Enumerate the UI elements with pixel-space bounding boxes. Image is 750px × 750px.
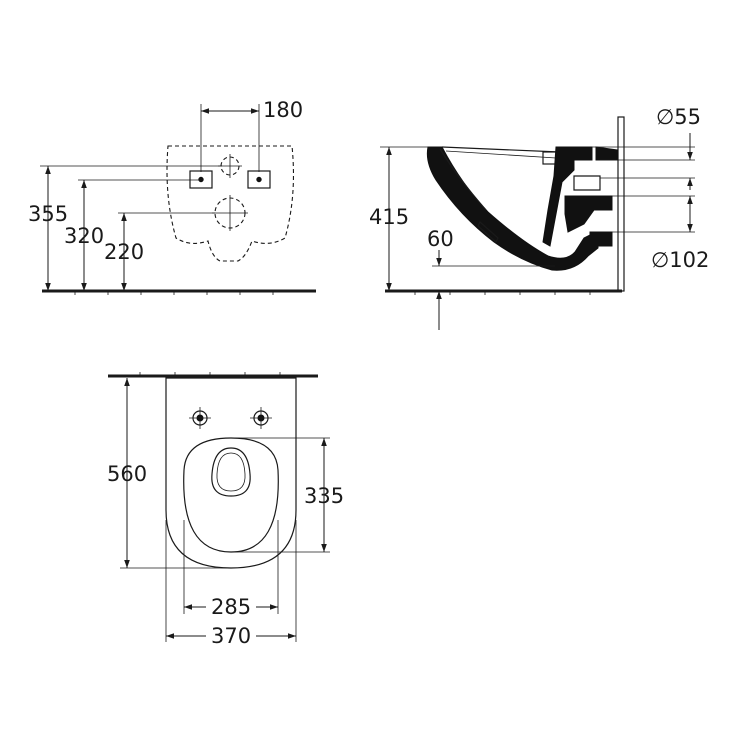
bowl-section [426, 146, 599, 271]
dim-102-label: ∅102 [651, 248, 709, 272]
front-view: 180 355 320 220 [28, 98, 316, 295]
top-bowl-outline [165, 377, 297, 569]
dim-320-label: 320 [64, 224, 104, 248]
dim-220-label: 220 [104, 240, 144, 264]
back-trap [542, 146, 593, 247]
dim-55-label: ∅55 [656, 105, 701, 129]
left-fixing-bolt [189, 407, 211, 429]
dim-285-label: 285 [211, 595, 251, 619]
dim-370-label: 370 [211, 624, 251, 648]
dim-335-label: 335 [304, 484, 344, 508]
dim-355-label: 355 [28, 202, 68, 226]
dim-415-label: 415 [369, 205, 409, 229]
side-view: 415 60 ∅55 ∅102 [369, 105, 709, 330]
dim-560-label: 560 [107, 462, 147, 486]
front-bowl-outline [166, 145, 295, 262]
dim-60-label: 60 [427, 227, 454, 251]
top-inner-bowl [211, 447, 251, 497]
right-fixing-bolt [250, 407, 272, 429]
side-floor-ticks [414, 291, 591, 295]
dim-180-label: 180 [263, 98, 303, 122]
top-view: 560 335 285 370 [107, 372, 344, 648]
right-fixing-hole [256, 176, 262, 183]
left-fixing-hole [198, 176, 204, 183]
top-seat-opening [183, 437, 279, 553]
wall [617, 116, 625, 292]
front-floor-ticks [74, 291, 274, 295]
